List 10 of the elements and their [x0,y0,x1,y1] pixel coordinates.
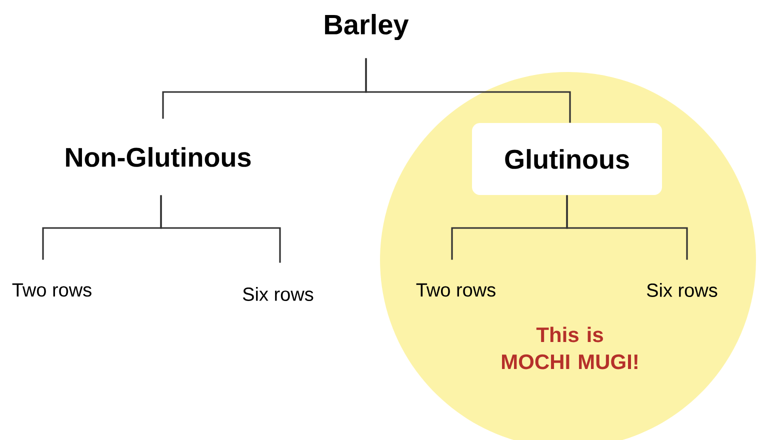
heading-text: Barley [325,14,409,40]
connector-line [160,195,281,263]
leaf-label: Two rows [12,283,92,297]
leaf-label: Two rows [416,283,496,297]
category-box: Glutinous [472,123,662,195]
category-label: Non-Glutinous [66,147,251,167]
leaf-label: Six rows [242,287,314,301]
leaf-label: Six rows [646,283,718,297]
connector-line [365,58,571,123]
connector-line [566,195,688,260]
